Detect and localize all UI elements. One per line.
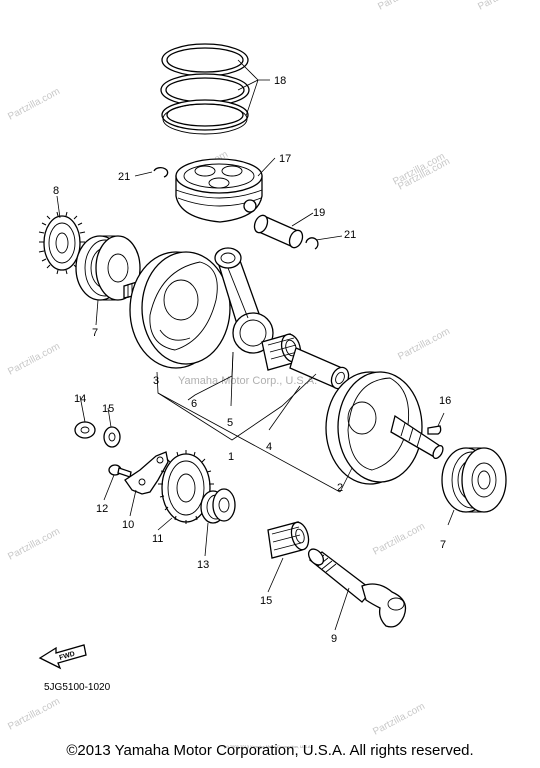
watermark-text: Partzilla.com — [371, 701, 427, 738]
label-9: 9 — [331, 633, 337, 645]
watermark-text: Partzilla.com — [396, 326, 452, 363]
label-20: 19 — [313, 207, 325, 219]
connecting-rod — [214, 247, 274, 354]
label-18: 17 — [279, 153, 291, 165]
circlip-upper — [153, 166, 169, 178]
watermark-text: Partzilla.com — [371, 521, 427, 558]
copyright-footer: ©2013 Yamaha Motor Corporation, U.S.A. A… — [66, 742, 474, 759]
part-number-labels: 18 17 21 8 19 21 7 3 6 5 1 4 2 16 7 14 1… — [53, 75, 451, 645]
woodruff-key — [427, 425, 442, 435]
piston-pin — [253, 214, 304, 249]
balancer-shaft — [307, 548, 407, 628]
watermark-text: Partzilla.com — [6, 341, 62, 378]
label-17: 16 — [439, 395, 451, 407]
label-10: 10 — [122, 519, 134, 531]
washer — [103, 426, 121, 448]
fine-print: (c) 2005-2013 Yamaha Motor Corporation, … — [224, 744, 312, 749]
crank-wheel-left — [123, 251, 231, 369]
bearing-right — [441, 447, 507, 513]
bearing-small — [200, 488, 236, 524]
watermark-center-text: Yamaha Motor Corp., U.S.A. — [178, 375, 317, 387]
nut — [74, 421, 96, 439]
label-14: 15 — [260, 595, 272, 607]
fwd-arrow-icon: FWD — [38, 644, 87, 670]
balancer-needle-bearing — [267, 521, 310, 559]
circlip-lower — [305, 237, 319, 250]
watermark-text: Partzilla.com — [6, 526, 62, 563]
watermark-text: Partzilla.com — [376, 0, 432, 13]
label-13: 13 — [197, 559, 209, 571]
label-11: 11 — [152, 533, 163, 545]
label-19: 18 — [274, 75, 286, 87]
label-21-right: 21 — [344, 229, 356, 241]
fwd-label: FWD — [59, 651, 76, 662]
label-7-right: 7 — [440, 539, 446, 551]
bolt — [108, 464, 132, 478]
watermark-text: Partzilla.com — [6, 86, 62, 123]
label-8: 8 — [53, 185, 59, 197]
label-21-top: 21 — [118, 171, 130, 183]
label-2: 2 — [337, 482, 343, 494]
watermark-text: Partzilla.com — [476, 0, 532, 13]
label-1: 1 — [228, 451, 234, 463]
watermark-text: Partzilla.com — [6, 696, 62, 733]
leader-lines — [56, 59, 455, 631]
crank-wheel-right — [325, 371, 444, 485]
balancer-gear — [158, 450, 214, 524]
label-4: 4 — [266, 441, 272, 453]
label-12: 12 — [96, 503, 108, 515]
label-6: 6 — [191, 398, 197, 410]
piston — [175, 158, 263, 223]
label-3: 3 — [153, 375, 159, 387]
piston-rings — [160, 43, 250, 135]
label-7-left: 7 — [92, 327, 98, 339]
label-16: 15 — [102, 403, 114, 415]
label-5: 5 — [227, 417, 233, 429]
diagram-code: 5JG5100-1020 — [44, 682, 111, 693]
label-15: 14 — [74, 393, 86, 405]
